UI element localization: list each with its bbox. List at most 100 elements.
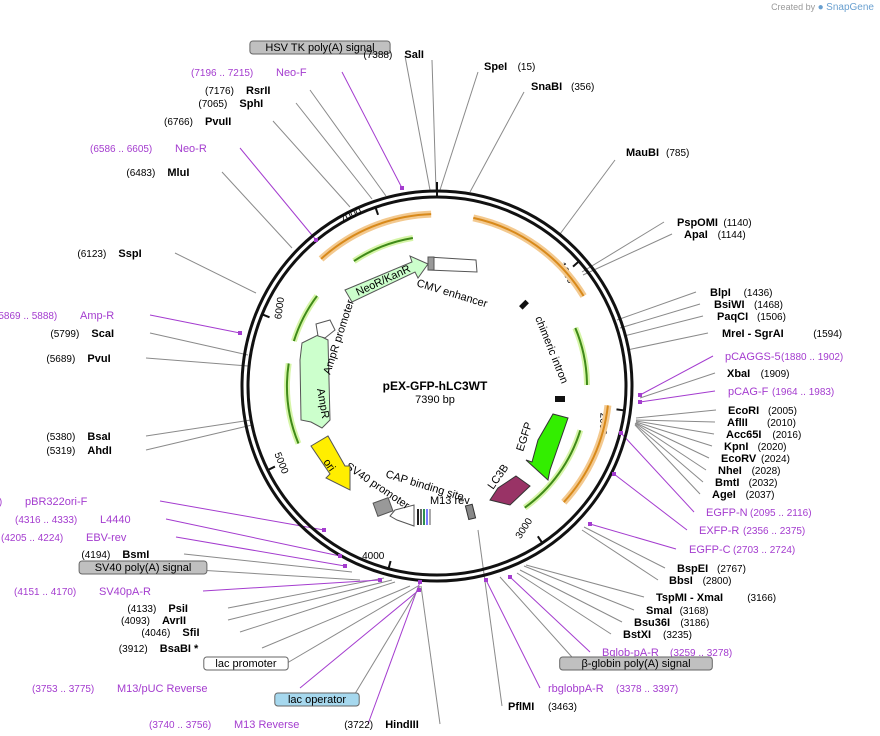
primer-site-mark — [508, 575, 512, 579]
site-label[interactable]: MluI(6483) — [126, 167, 189, 179]
site-label[interactable]: BlpI(1436) — [710, 287, 773, 299]
site-label[interactable]: SfiI(4046) — [141, 627, 199, 639]
label-connector-line — [635, 422, 710, 459]
primer-name: M13/pUC Reverse — [117, 683, 207, 695]
site-position: (3722) — [344, 720, 373, 731]
primer-label[interactable]: EGFP-N(2095 .. 2116) — [619, 431, 812, 519]
site-label[interactable]: Bsu36I(3186) — [634, 617, 709, 629]
label-connector-line — [227, 579, 393, 621]
site-label[interactable]: PflMI(3463) — [508, 701, 577, 713]
site-position: (3166) — [747, 593, 776, 604]
primer-label[interactable]: pCAG-F(1964 .. 1983) — [638, 386, 834, 404]
site-label[interactable]: PspOMI(1140) — [677, 217, 752, 229]
primer-label[interactable]: Neo-F(7196 .. 7215) — [191, 67, 404, 190]
primer-label[interactable]: L4440(4316 .. 4333) — [15, 514, 342, 558]
primer-name: EGFP-C — [689, 544, 731, 556]
feature-neor-kanr[interactable] — [344, 255, 429, 303]
feature-cap-binding-site[interactable] — [417, 509, 431, 525]
primer-label[interactable]: rbglobpA-R(3378 .. 3397) — [484, 578, 678, 695]
primer-label[interactable]: Neo-R(6586 .. 6605) — [90, 143, 318, 242]
site-position: (2028) — [752, 466, 781, 477]
site-label[interactable]: KpnI(2020) — [724, 441, 787, 453]
label-connector-line — [431, 59, 437, 191]
feature-ori[interactable] — [310, 435, 351, 491]
primer-position: (5869 .. 5888) — [0, 311, 57, 322]
site-label[interactable]: BstXI(3235) — [623, 629, 692, 641]
feature-cmv-enhancer[interactable] — [427, 256, 478, 273]
site-label[interactable]: NheI(2028) — [718, 465, 781, 477]
site-position: (1436) — [744, 288, 773, 299]
primer-label[interactable]: Bglob-pA-R(3259 .. 3278) — [508, 575, 732, 659]
site-label[interactable]: PaqCI(1506) — [717, 311, 786, 323]
site-label[interactable]: PvuI(5689) — [46, 353, 110, 365]
site-name: AhdI — [87, 445, 111, 457]
primer-label[interactable]: EGFP-C(2703 .. 2724) — [588, 522, 795, 556]
label-connector-line — [523, 565, 635, 611]
site-label[interactable]: ApaI(1144) — [684, 229, 746, 241]
site-label[interactable]: BmtI(2032) — [715, 477, 778, 489]
label-connector-line — [477, 529, 503, 707]
feature-sv40-promoter[interactable] — [389, 504, 415, 527]
site-label[interactable]: BsmI(4194) — [81, 549, 149, 561]
site-label[interactable]: SspI(6123) — [77, 248, 141, 260]
site-position: (1468) — [754, 300, 783, 311]
site-label[interactable]: AflII(2010) — [727, 417, 796, 429]
site-label[interactable]: AhdI(5319) — [46, 445, 111, 457]
primer-position: (3378 .. 3397) — [616, 684, 678, 695]
site-label[interactable]: XbaI(1909) — [727, 368, 790, 380]
feature-box-label[interactable] — [78, 560, 208, 575]
site-label[interactable]: SmaI(3168) — [646, 605, 709, 617]
site-label[interactable]: ScaI(5799) — [50, 328, 114, 340]
credit-brand: SnapGene — [826, 2, 874, 13]
site-label[interactable]: HindIII(3722) — [344, 719, 419, 731]
snapgene-logo-icon: ● — [817, 2, 824, 13]
feature-box-label[interactable] — [274, 692, 360, 707]
site-label[interactable]: MreI - SgrAI(1594) — [722, 328, 842, 340]
feature-m13-rev[interactable] — [464, 503, 477, 521]
site-label[interactable]: AgeI(2037) — [712, 489, 775, 501]
feature-ampr-promoter[interactable] — [315, 319, 336, 339]
primer-site-mark — [638, 393, 642, 397]
plasmid-name: pEX-GFP-hLC3WT — [383, 379, 488, 393]
site-label[interactable]: EcoRI(2005) — [728, 405, 797, 417]
feature-box-label[interactable] — [559, 656, 713, 671]
label-connector-line — [145, 424, 253, 451]
site-label[interactable]: BbsI(2800) — [669, 575, 732, 587]
feature-box-label[interactable] — [203, 656, 289, 671]
site-label[interactable]: SalI(7388) — [363, 49, 424, 61]
feature-box-label[interactable] — [249, 40, 391, 55]
primer-label[interactable]: SV40pA-R(4151 .. 4170) — [14, 578, 382, 598]
site-label[interactable]: SpeI(15) — [484, 61, 535, 73]
site-label[interactable]: AvrII(4093) — [121, 615, 186, 627]
label-connector-line — [519, 569, 623, 623]
site-label[interactable]: TspMI - XmaI(3166) — [656, 592, 776, 604]
primer-label[interactable]: pCAGGS-5(1880 .. 1902) — [638, 351, 843, 397]
label-connector-line — [620, 432, 695, 513]
label-connector-line — [239, 581, 396, 633]
site-name: MauBI — [626, 147, 659, 159]
site-label[interactable]: PvuII(6766) — [164, 116, 231, 128]
site-label[interactable]: MauBI(785) — [626, 147, 689, 159]
site-label[interactable]: BsaI(5380) — [46, 431, 110, 443]
feature-label-cmv-enhancer: CMV enhancer — [415, 277, 489, 310]
site-label[interactable]: PsiI(4133) — [127, 603, 188, 615]
feature-egfp[interactable] — [525, 413, 569, 481]
site-label[interactable]: EcoRV(2024) — [721, 453, 790, 465]
primer-label[interactable]: M13 Reverse(3740 .. 3756) — [149, 580, 422, 731]
site-label[interactable]: Acc65I(2016) — [726, 429, 801, 441]
site-label[interactable]: BsaBI *(3912) — [119, 643, 199, 655]
site-label[interactable]: BsiWI(1468) — [714, 299, 783, 311]
primer-label[interactable]: M13/pUC Reverse(3753 .. 3775) — [32, 588, 421, 695]
site-name: BstXI — [623, 629, 651, 641]
orange-orf-arcs — [318, 210, 612, 505]
primer-label[interactable]: pBR322ori-F(4567 .. 4586) — [0, 496, 326, 532]
site-label[interactable]: RsrII(7176) — [205, 85, 270, 97]
primer-label[interactable]: Amp-R(5869 .. 5888) — [0, 310, 242, 335]
site-label[interactable]: BspEI(2767) — [677, 563, 746, 575]
primer-label[interactable]: EXFP-R(2356 .. 2375) — [612, 472, 805, 537]
feature-lc3b[interactable] — [489, 475, 531, 506]
green-arc-2-core — [524, 429, 582, 509]
primer-label[interactable]: EBV-rev(4205 .. 4224) — [1, 532, 347, 568]
site-label[interactable]: SphI(7065) — [198, 98, 263, 110]
site-label[interactable]: SnaBI(356) — [531, 81, 594, 93]
